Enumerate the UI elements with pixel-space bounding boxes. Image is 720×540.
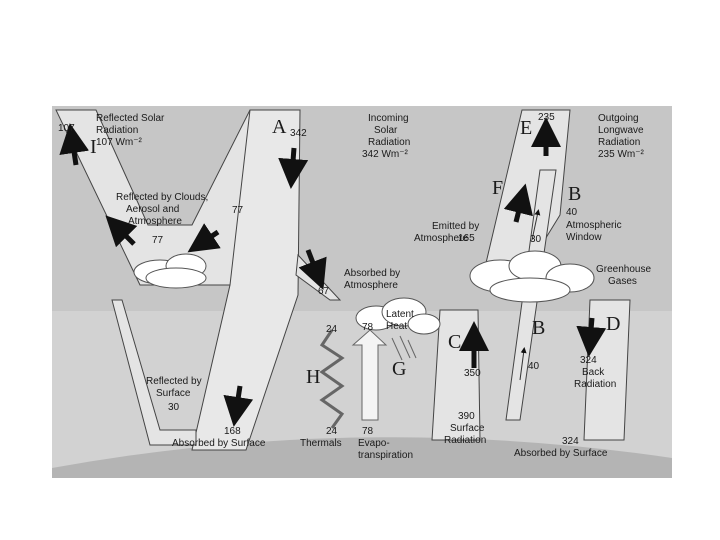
back-radiation-value: 324 <box>580 355 597 366</box>
absorbed-surface-solar-value: 168 <box>224 426 241 437</box>
atmospheric-window-value: 40 <box>566 207 578 218</box>
surface-radiation-value: 390 <box>458 411 475 422</box>
letter-h: H <box>306 366 320 388</box>
thermals-label: Thermals <box>300 438 342 449</box>
surface-radiation-upper-value: 350 <box>464 368 481 379</box>
absorbed-surface-back-value: 324 <box>562 436 579 447</box>
incoming-solar-label: Incoming Solar Radiation 342 Wm⁻² <box>362 113 413 160</box>
thermals-bottom-value: 24 <box>326 426 338 437</box>
letter-b-upper: B <box>568 183 581 205</box>
reflected-clouds-value: 77 <box>152 235 164 246</box>
letter-d: D <box>606 313 620 335</box>
outgoing-longwave-value: 235 <box>538 112 555 123</box>
letter-b-lower: B <box>532 317 545 339</box>
emitted-window-value: 30 <box>530 234 542 245</box>
letter-a: A <box>272 116 287 138</box>
surface-radiation-label: Surface Radiation <box>444 423 487 446</box>
evapotranspiration-value: 78 <box>362 426 374 437</box>
beam-77-value: 77 <box>232 205 244 216</box>
reflected-solar-value: 107 <box>58 123 75 134</box>
incoming-solar-value: 342 <box>290 128 307 139</box>
thermals-top-value: 24 <box>326 324 338 335</box>
absorbed-atmosphere-value: 67 <box>318 286 330 297</box>
atmospheric-window-lower-value: 40 <box>528 361 540 372</box>
absorbed-surface-solar-label: Absorbed by Surface <box>172 438 266 449</box>
letter-c: C <box>448 331 461 353</box>
letter-f: F <box>492 177 503 199</box>
back-radiation-arrow <box>590 318 592 342</box>
incoming-solar-arrow <box>292 148 294 174</box>
outgoing-longwave-label: Outgoing Longwave Radiation 235 Wm⁻² <box>598 113 646 160</box>
letter-g: G <box>392 358 406 380</box>
emitted-atmosphere-value: 165 <box>458 233 475 244</box>
letter-e: E <box>520 117 532 139</box>
absorbed-surface-back-label: Absorbed by Surface <box>514 448 608 459</box>
absorbed-atmosphere-label: Absorbed by Atmosphere <box>344 268 403 291</box>
latent-heat-value: 78 <box>362 322 374 333</box>
reflected-surface-value: 30 <box>168 402 180 413</box>
